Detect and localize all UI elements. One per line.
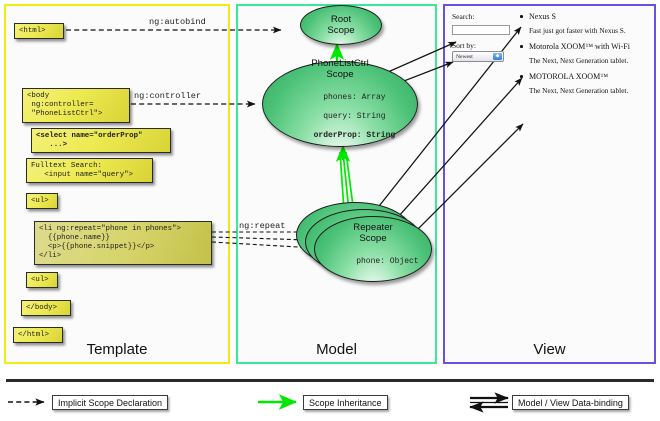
panel-title-template: Template (86, 341, 148, 358)
search-label: Search: (452, 12, 475, 21)
legend-scope-inheritance: Scope Inheritance (303, 395, 388, 410)
list-item[interactable]: Motorola XOOM™ with Wi-Fi The Next, Next… (520, 42, 652, 65)
phone-snippet: The Next, Next Generation tablet. (529, 56, 629, 65)
scope-repeater: Repeater Scope phone: Object (314, 216, 432, 282)
list-item[interactable]: Nexus S Fast just got faster with Nexus … (520, 12, 652, 35)
scope-root: Root Scope (300, 5, 382, 45)
search-input[interactable] (452, 24, 510, 35)
legend-divider (6, 379, 654, 382)
code-box-body-close: </body> (21, 300, 71, 317)
phone-name: Nexus S (520, 12, 652, 21)
view-content: Search: Sort by: Newest ◆ Nexus S Fast j… (452, 12, 652, 342)
scope-phonelistctrl-props: phones: Array query: String orderProp: S… (313, 92, 396, 140)
legend-implicit-scope-declaration: Implicit Scope Declaration (52, 395, 169, 410)
phone-name: Motorola XOOM™ with Wi-Fi (520, 42, 652, 51)
chevron-updown-icon: ◆ (493, 53, 502, 60)
list-item[interactable]: MOTOROLA XOOM™ The Next, Next Generation… (520, 72, 652, 95)
phone-snippet: The Next, Next Generation tablet. (529, 86, 629, 95)
sort-by-label: Sort by: (452, 41, 476, 50)
legend-model-view-data-binding: Model / View Data-binding (512, 395, 629, 410)
code-box-ul-open: <ul> (26, 193, 58, 210)
sort-by-selected-value: Newest (456, 53, 473, 60)
scope-repeater-props: phone: Object (356, 256, 419, 266)
phone-name: MOTOROLA XOOM™ (520, 72, 652, 81)
bullet-icon (520, 45, 523, 48)
phone-snippet: Fast just got faster with Nexus S. (529, 26, 626, 35)
code-box-fulltext-search: Fulltext Search: <input name="query"> (26, 158, 153, 184)
scope-repeater-title: Repeater Scope (353, 222, 393, 245)
scope-phonelistctrl-title: PhoneListCtrl Scope (311, 57, 369, 80)
edge-label-autobind: ng:autobind (149, 17, 206, 27)
panel-title-view: View (533, 341, 566, 358)
edge-label-repeat: ng:repeat (239, 221, 286, 231)
code-box-html-open: <html> (14, 23, 64, 40)
sort-by-select[interactable]: Newest ◆ (452, 51, 504, 62)
bullet-icon (520, 75, 523, 78)
panel-title-model: Model (316, 341, 357, 358)
scope-phonelistctrl: PhoneListCtrl Scope phones: Array query:… (262, 57, 418, 147)
code-box-li-repeat: <li ng:repeat="phone in phones"> {{phone… (34, 221, 212, 265)
code-box-html-close: </html> (13, 327, 63, 344)
bullet-icon (520, 15, 523, 18)
code-box-body-open: <body ng:controller= "PhoneListCtrl"> (22, 88, 130, 123)
edge-label-controller: ng:controller (134, 91, 202, 101)
phone-list: Nexus S Fast just got faster with Nexus … (520, 12, 652, 102)
scope-root-title: Root Scope (327, 14, 355, 36)
code-box-ul-close: <ul> (26, 272, 58, 289)
code-box-select-tag: <select name="orderProp" ...> (31, 128, 171, 154)
